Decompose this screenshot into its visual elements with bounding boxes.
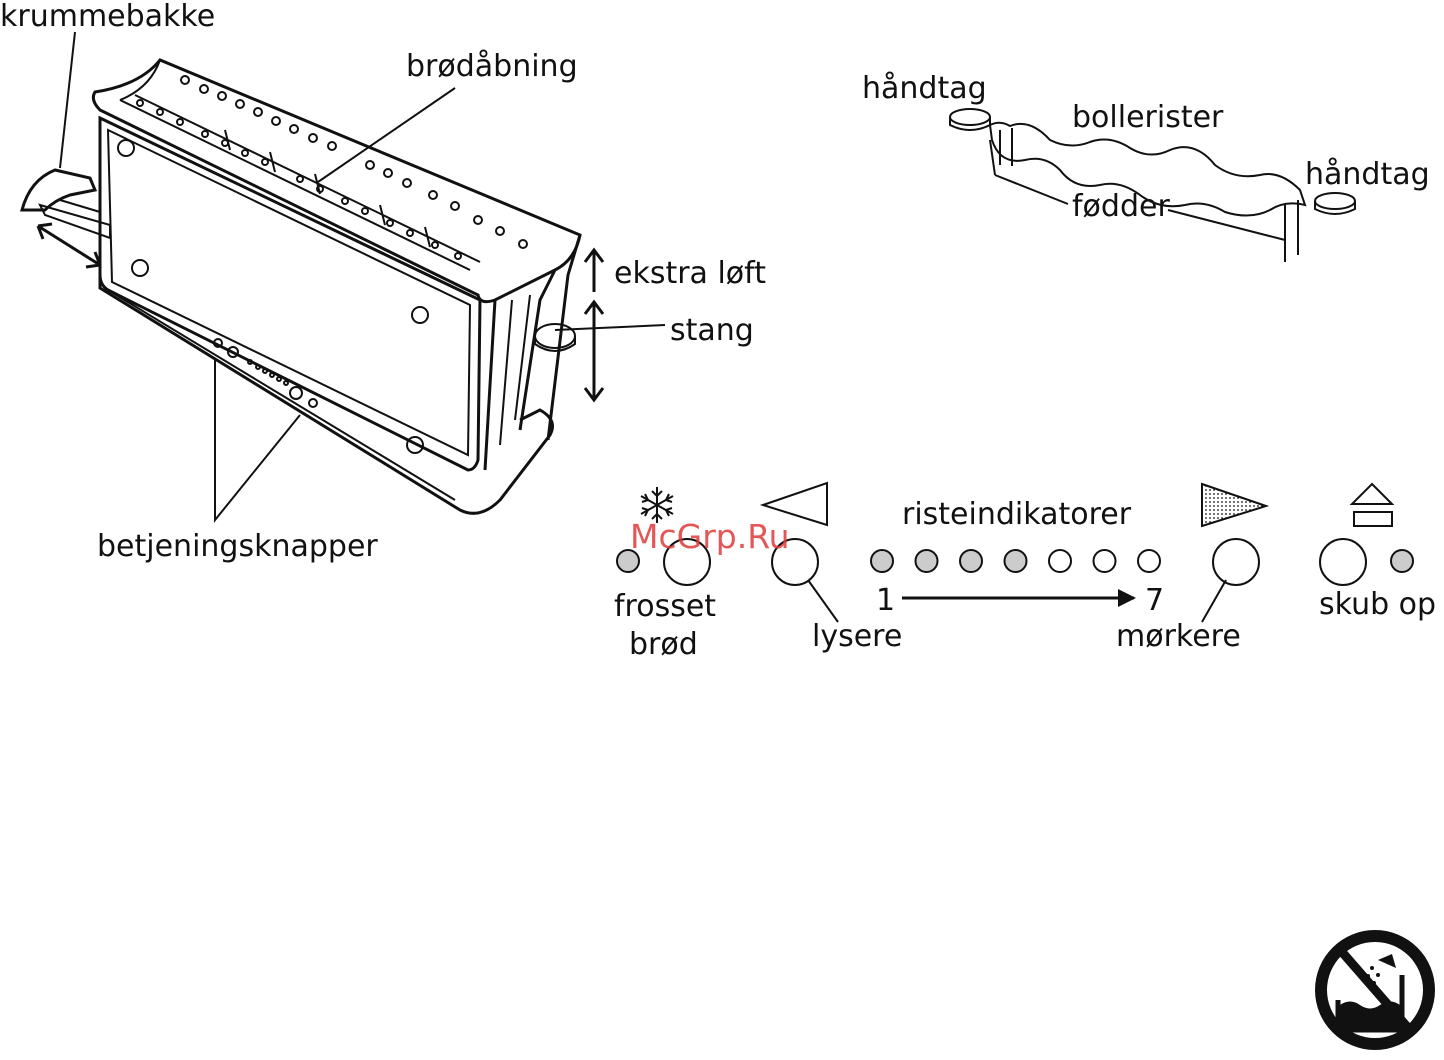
triangle-dark-icon [1202, 484, 1266, 526]
eject-icon [1352, 484, 1392, 526]
label-brod: brød [629, 627, 698, 662]
browning-indicator-1 [871, 550, 893, 572]
label-fodder: fødder [1072, 189, 1170, 224]
browning-indicator-5 [1049, 550, 1071, 572]
label-ekstra-loft: ekstra løft [614, 256, 766, 291]
label-betjeningsknapper: betjeningsknapper [97, 529, 378, 564]
label-frosset: frosset [614, 589, 716, 624]
slot-holes [137, 76, 527, 259]
browning-indicator-3 [960, 550, 982, 572]
label-stang: stang [670, 313, 754, 348]
label-skub-op: skub op [1319, 587, 1436, 622]
label-lysere: lysere [812, 619, 902, 654]
browning-indicators [871, 550, 1160, 572]
leader-lines [60, 32, 665, 520]
browning-indicator-4 [1005, 550, 1027, 572]
browning-indicator-2 [916, 550, 938, 572]
darker-button[interactable] [1213, 539, 1259, 585]
label-handtag-left: håndtag [862, 71, 987, 106]
no-water-immersion-icon [1315, 930, 1435, 1050]
label-bollerister: bollerister [1072, 100, 1224, 135]
browning-indicator-7 [1138, 550, 1160, 572]
browning-indicator-6 [1094, 550, 1116, 572]
label-risteindikatorer: risteindikatorer [902, 497, 1132, 532]
label-scale-end: 7 [1145, 583, 1164, 618]
label-scale-start: 1 [876, 583, 895, 618]
label-krummebakke: krummebakke [0, 0, 215, 34]
watermark: McGrp.Ru [630, 517, 790, 556]
label-brodabning: brødåbning [406, 49, 578, 84]
label-morkere: mørkere [1116, 619, 1241, 654]
label-handtag-right: håndtag [1305, 157, 1430, 192]
lift-arrows [585, 250, 603, 400]
toaster-illustration [22, 60, 580, 513]
led-eject [1391, 550, 1413, 572]
eject-button[interactable] [1320, 539, 1366, 585]
